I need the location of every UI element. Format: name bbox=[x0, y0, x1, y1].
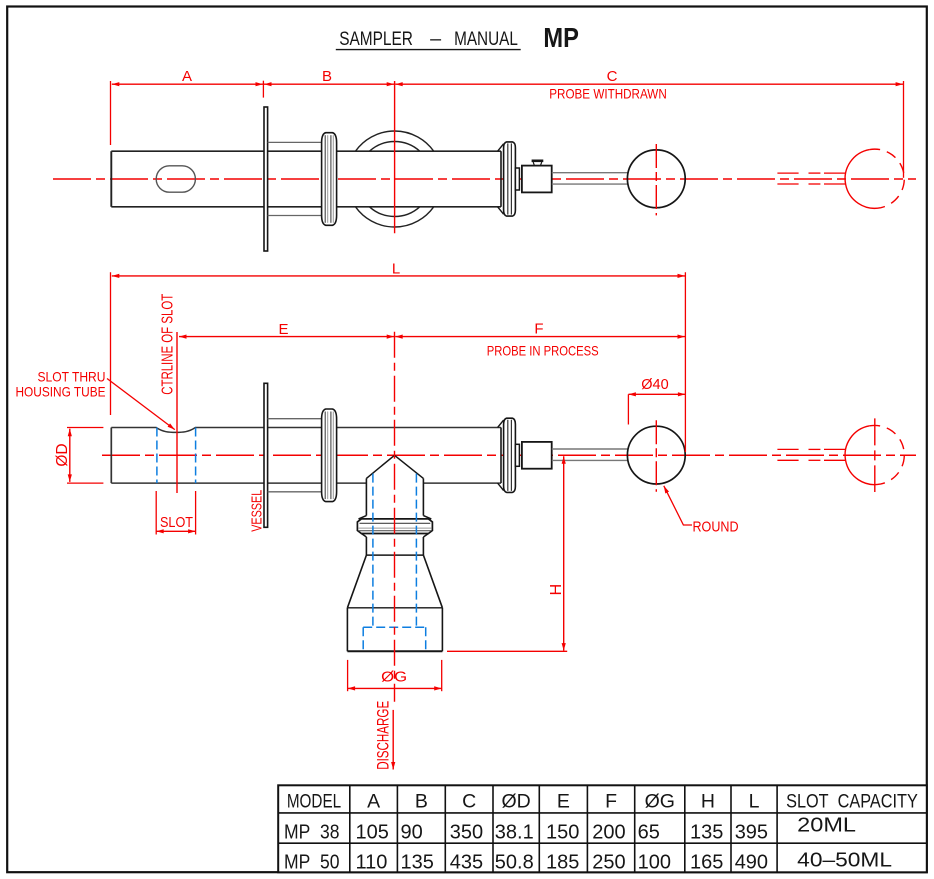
svg-text:PROBE WITHDRAWN: PROBE WITHDRAWN bbox=[549, 86, 667, 102]
svg-text:Ø40: Ø40 bbox=[641, 377, 668, 393]
svg-text:150: 150 bbox=[546, 821, 579, 843]
svg-text:135: 135 bbox=[401, 851, 434, 873]
svg-text:MODEL: MODEL bbox=[287, 791, 341, 813]
svg-text:SLOT THRU: SLOT THRU bbox=[38, 368, 106, 384]
svg-text:L: L bbox=[749, 791, 760, 813]
svg-text:L: L bbox=[392, 261, 400, 278]
svg-text:185: 185 bbox=[546, 851, 579, 873]
svg-text:SLOT: SLOT bbox=[160, 515, 193, 531]
svg-text:90: 90 bbox=[401, 821, 423, 843]
svg-text:F: F bbox=[534, 320, 543, 337]
svg-text:50.8: 50.8 bbox=[495, 851, 534, 873]
svg-text:–: – bbox=[430, 29, 441, 50]
svg-text:250: 250 bbox=[592, 851, 625, 873]
svg-text:ØG: ØG bbox=[381, 668, 407, 685]
svg-text:SAMPLER: SAMPLER bbox=[339, 29, 413, 50]
svg-text:F: F bbox=[605, 791, 617, 813]
svg-text:DISCHARGE: DISCHARGE bbox=[374, 701, 392, 770]
svg-text:105: 105 bbox=[356, 821, 389, 843]
svg-text:ØD: ØD bbox=[54, 443, 71, 466]
svg-text:135: 135 bbox=[690, 821, 723, 843]
svg-text:165: 165 bbox=[690, 851, 723, 873]
svg-text:MP: MP bbox=[543, 22, 579, 53]
svg-text:200: 200 bbox=[592, 821, 625, 843]
svg-text:20ML: 20ML bbox=[797, 815, 856, 837]
svg-text:C: C bbox=[462, 791, 476, 813]
svg-text:350: 350 bbox=[450, 821, 483, 843]
svg-text:40–50ML: 40–50ML bbox=[797, 849, 892, 871]
svg-text:E: E bbox=[278, 321, 288, 338]
svg-text:110: 110 bbox=[356, 851, 388, 873]
svg-text:E: E bbox=[557, 791, 570, 813]
svg-text:CTRLINE OF SLOT: CTRLINE OF SLOT bbox=[160, 293, 177, 394]
svg-text:H: H bbox=[548, 584, 565, 596]
svg-text:PROBE IN PROCESS: PROBE IN PROCESS bbox=[487, 342, 599, 358]
svg-text:H: H bbox=[701, 791, 715, 813]
svg-text:C: C bbox=[607, 68, 618, 85]
svg-text:38.1: 38.1 bbox=[495, 821, 534, 843]
svg-text:B: B bbox=[322, 68, 332, 85]
svg-text:ØG: ØG bbox=[645, 791, 675, 813]
svg-text:MANUAL: MANUAL bbox=[454, 29, 518, 50]
svg-text:SLOT CAPACITY: SLOT CAPACITY bbox=[786, 791, 918, 813]
svg-text:100: 100 bbox=[638, 851, 671, 873]
svg-text:MP 50: MP 50 bbox=[284, 851, 340, 873]
svg-text:395: 395 bbox=[735, 821, 768, 843]
svg-text:VESSEL: VESSEL bbox=[249, 490, 265, 532]
svg-text:B: B bbox=[415, 791, 428, 813]
svg-text:ROUND: ROUND bbox=[693, 518, 739, 535]
svg-text:435: 435 bbox=[450, 851, 483, 873]
svg-text:HOUSING TUBE: HOUSING TUBE bbox=[16, 383, 106, 399]
svg-text:MP 38: MP 38 bbox=[284, 821, 340, 843]
svg-text:A: A bbox=[182, 68, 192, 85]
svg-text:A: A bbox=[367, 791, 380, 813]
svg-text:65: 65 bbox=[638, 821, 660, 843]
svg-text:ØD: ØD bbox=[502, 791, 531, 813]
svg-text:490: 490 bbox=[735, 851, 768, 873]
